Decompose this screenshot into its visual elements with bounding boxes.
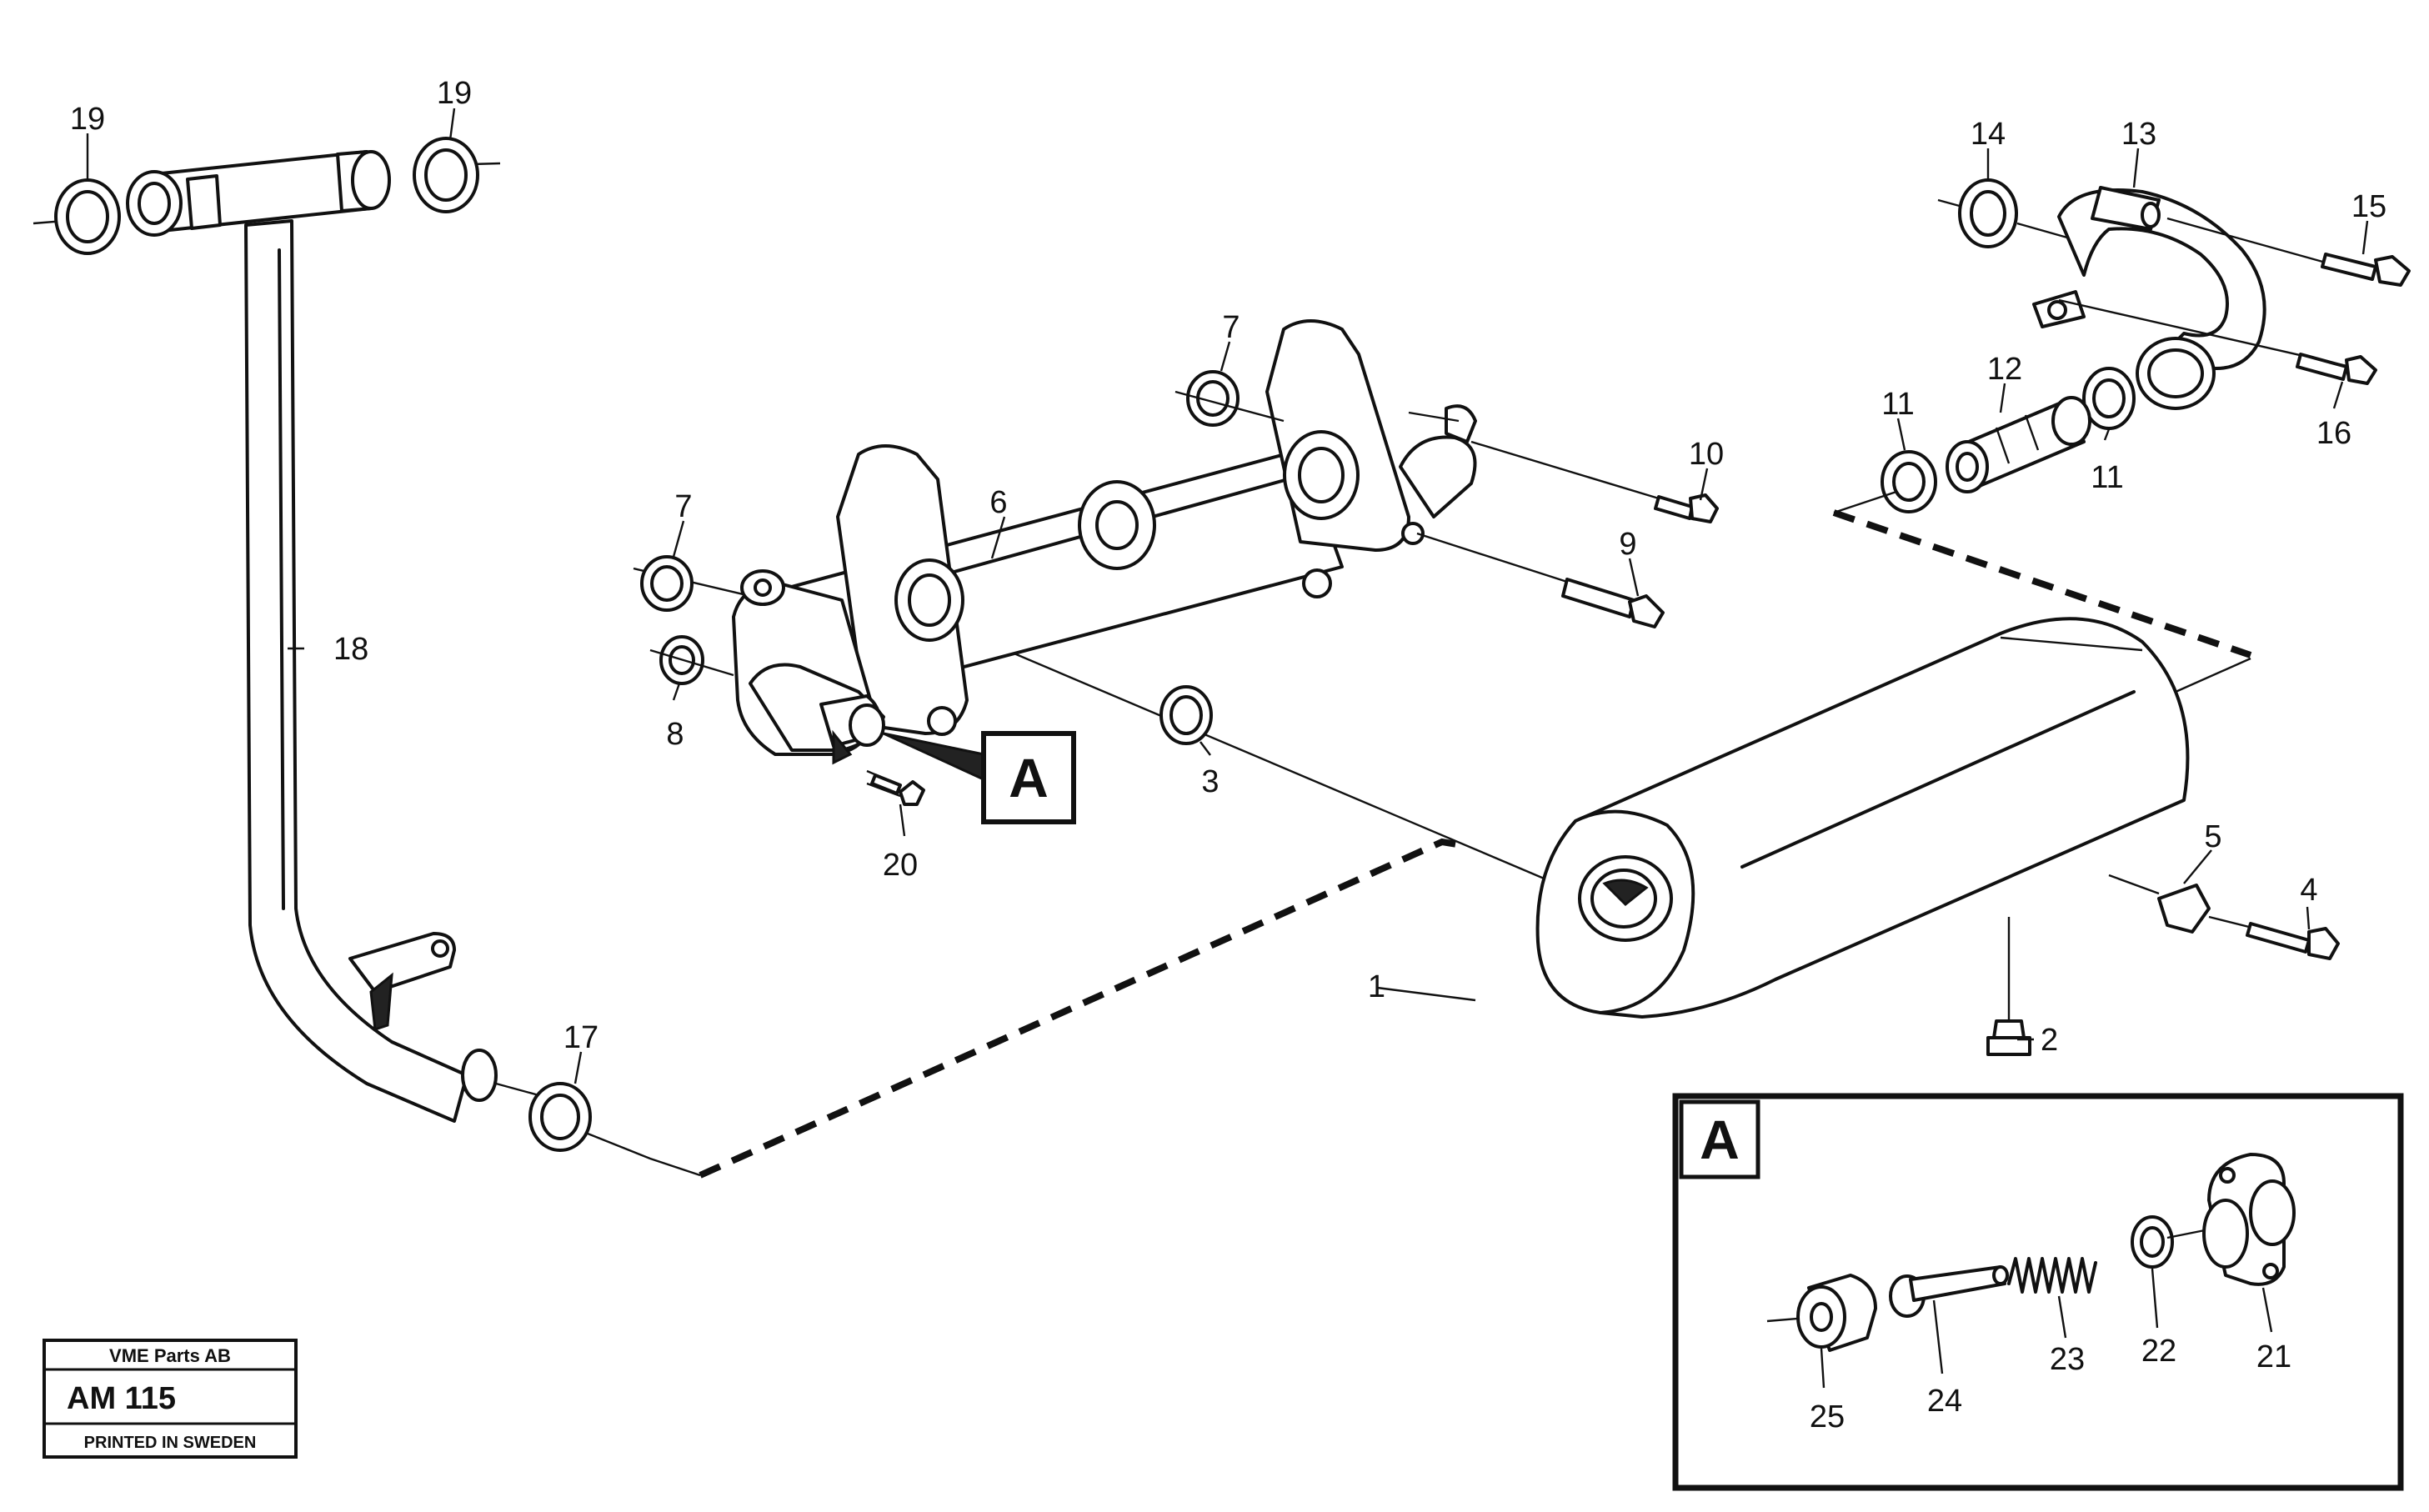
sleeve-part-12 xyxy=(1946,396,2091,493)
stamp-printed: PRINTED IN SWEDEN xyxy=(84,1434,257,1452)
callout-8: 8 xyxy=(666,717,684,752)
oil-cooler-part-1 xyxy=(1535,617,2251,1056)
spring-part-23 xyxy=(2007,1257,2097,1294)
callout-16: 16 xyxy=(2316,416,2351,451)
callout-14: 14 xyxy=(1971,117,2006,152)
seal-ring-part-19-right xyxy=(413,137,479,213)
screw-part-20 xyxy=(866,769,925,806)
manifold-housing-part-6 xyxy=(633,319,1576,894)
callout-10: 10 xyxy=(1689,437,1724,472)
seal-ring-part-17 xyxy=(528,1082,701,1177)
detail-marker-a: A xyxy=(883,731,1076,824)
seal-ring-part-11-right xyxy=(2082,367,2136,430)
bolt-part-4 xyxy=(2208,915,2340,960)
screw-part-10 xyxy=(1470,440,1719,523)
cap-part-25 xyxy=(1796,1274,1877,1352)
callout-23: 23 xyxy=(2050,1342,2085,1377)
seal-ring-part-8 xyxy=(649,635,734,685)
callout-18: 18 xyxy=(333,632,368,667)
callout-15: 15 xyxy=(2351,189,2386,224)
callout-6: 6 xyxy=(989,485,1007,520)
screw-part-16 xyxy=(2296,353,2377,385)
dashed-connection-lower xyxy=(699,838,1468,1179)
callout-7-left: 7 xyxy=(674,489,692,524)
callout-17: 17 xyxy=(563,1020,598,1055)
dashed-connection-upper xyxy=(1832,509,2252,658)
seal-ring-part-7-right xyxy=(1174,370,1285,427)
callout-11-right: 11 xyxy=(2091,460,2123,495)
seal-ring-part-3 xyxy=(1159,685,1213,745)
seal-ring-part-14 xyxy=(1937,178,2068,248)
callout-20: 20 xyxy=(883,848,918,883)
screw-part-9 xyxy=(1416,532,1665,628)
publisher-stamp: VME Parts AB AM 115 PRINTED IN SWEDEN xyxy=(43,1339,298,1459)
callout-21: 21 xyxy=(2256,1339,2291,1374)
bend-pipe-part-13 xyxy=(2032,186,2351,410)
stamp-code: AM 115 xyxy=(67,1381,176,1416)
callout-12: 12 xyxy=(1987,352,2022,387)
callout-1: 1 xyxy=(1368,969,1385,1004)
screw-part-15 xyxy=(2321,253,2411,287)
seal-ring-part-11-left xyxy=(1833,450,1937,514)
callout-3: 3 xyxy=(1201,764,1219,799)
seal-ring-part-7-left xyxy=(640,555,694,612)
piston-part-24 xyxy=(1889,1265,2009,1318)
callout-5: 5 xyxy=(2204,819,2221,854)
callout-4: 4 xyxy=(2300,873,2317,908)
leader-part-20 xyxy=(866,782,901,798)
stamp-company: VME Parts AB xyxy=(109,1345,231,1366)
clip-part-5 xyxy=(2157,884,2211,934)
seal-ring-part-19-left xyxy=(54,178,121,255)
detail-marker-label: A xyxy=(1009,747,1049,809)
callout-22: 22 xyxy=(2141,1334,2176,1369)
detail-inset-a: A xyxy=(1672,1093,2404,1491)
callout-25: 25 xyxy=(1810,1399,1845,1434)
leader-lines xyxy=(86,108,2369,1389)
callout-13: 13 xyxy=(2121,117,2156,152)
valve-housing-part-21 xyxy=(2166,1153,2296,1286)
callout-labels: 1 2 3 4 5 6 7 7 8 9 10 11 11 12 13 14 15… xyxy=(70,76,2386,1434)
callout-11-left: 11 xyxy=(1881,387,1914,422)
callout-2: 2 xyxy=(2041,1023,2058,1058)
callout-24: 24 xyxy=(1927,1384,1962,1419)
detail-inset-label: A xyxy=(1700,1109,1740,1170)
callout-7-right: 7 xyxy=(1222,310,1240,345)
seal-ring-part-22 xyxy=(2131,1215,2174,1269)
callout-9: 9 xyxy=(1619,527,1636,562)
callout-19-left: 19 xyxy=(70,102,105,137)
callout-19-right: 19 xyxy=(437,76,472,111)
pipe-part-18 xyxy=(33,150,543,1123)
